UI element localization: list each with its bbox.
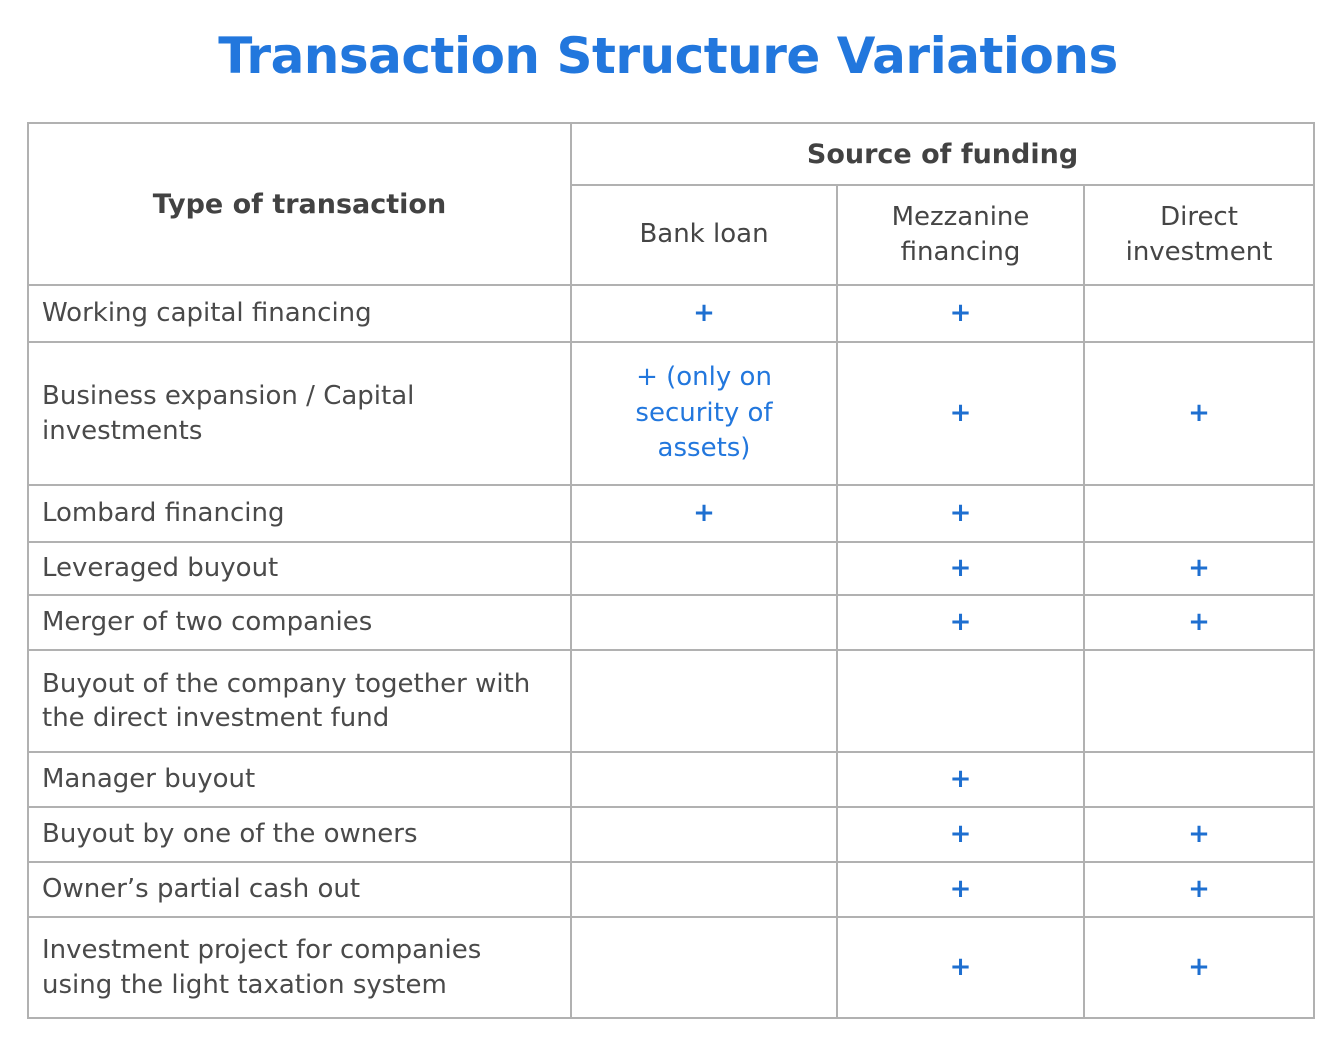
cell-bank-loan — [570, 594, 838, 651]
cell-direct: + — [1082, 594, 1316, 651]
row-label: Investment project for companies using t… — [27, 916, 572, 1019]
cell-mezzanine — [836, 649, 1085, 753]
cell-mezzanine: + — [836, 541, 1085, 596]
table-row: Leveraged buyout + + — [27, 541, 1316, 596]
cell-direct: + — [1082, 916, 1316, 1019]
cell-bank-loan: + — [570, 484, 838, 543]
corner-header-type-of-transaction: Type of transaction — [27, 122, 572, 286]
table-row: Lombard financing + + — [27, 484, 1316, 543]
cell-bank-loan — [570, 541, 838, 596]
cell-mezzanine: + — [836, 484, 1085, 543]
row-label: Working capital financing — [27, 284, 572, 343]
cell-bank-loan — [570, 916, 838, 1019]
cell-bank-loan — [570, 806, 838, 863]
row-label: Business expansion / Capital investments — [27, 341, 572, 486]
table-row: Manager buyout + — [27, 751, 1316, 808]
row-label: Owner’s partial cash out — [27, 861, 572, 918]
row-label: Buyout of the company together with the … — [27, 649, 572, 753]
table-row: Investment project for companies using t… — [27, 916, 1316, 1019]
table-row: Buyout of the company together with the … — [27, 649, 1316, 753]
row-label: Merger of two companies — [27, 594, 572, 651]
table-row: Buyout by one of the owners + + — [27, 806, 1316, 863]
table-row: Working capital financing + + — [27, 284, 1316, 343]
row-label: Manager buyout — [27, 751, 572, 808]
row-label: Buyout by one of the owners — [27, 806, 572, 863]
cell-direct: + — [1082, 861, 1316, 918]
cell-mezzanine: + — [836, 284, 1085, 343]
cell-bank-loan — [570, 751, 838, 808]
table-row: Owner’s partial cash out + + — [27, 861, 1316, 918]
cell-direct — [1082, 751, 1316, 808]
cell-direct — [1082, 484, 1316, 543]
table-row: Business expansion / Capital investments… — [27, 341, 1316, 486]
row-label: Leveraged buyout — [27, 541, 572, 596]
cell-direct — [1082, 649, 1316, 753]
cell-direct: + — [1082, 341, 1316, 486]
cell-mezzanine: + — [836, 751, 1085, 808]
cell-mezzanine: + — [836, 861, 1085, 918]
column-header-mezzanine-financing: Mezzanine financing — [836, 184, 1085, 286]
row-label: Lombard financing — [27, 484, 572, 543]
transaction-structure-table: Type of transaction Source of funding Ba… — [27, 122, 1316, 1019]
group-header-source-of-funding: Source of funding — [569, 122, 1316, 186]
cell-mezzanine: + — [836, 916, 1085, 1019]
table-row: Merger of two companies + + — [27, 594, 1316, 651]
cell-mezzanine: + — [836, 341, 1085, 486]
cell-direct: + — [1082, 541, 1316, 596]
cell-bank-loan — [570, 861, 838, 918]
cell-bank-loan — [570, 649, 838, 753]
column-header-direct-investment: Direct investment — [1082, 184, 1316, 286]
column-header-bank-loan: Bank loan — [570, 184, 838, 286]
page-title: Transaction Structure Variations — [218, 27, 1118, 85]
cell-mezzanine: + — [836, 594, 1085, 651]
cell-bank-loan: + (only on security of assets) — [570, 341, 838, 486]
annotated-plus-note: + (only on security of assets) — [635, 361, 773, 464]
cell-bank-loan: + — [570, 284, 838, 343]
cell-direct — [1082, 284, 1316, 343]
cell-mezzanine: + — [836, 806, 1085, 863]
cell-direct: + — [1082, 806, 1316, 863]
header-row-columns: Bank loan Mezzanine financing Direct inv… — [28, 184, 1316, 286]
header-row-group: Type of transaction Source of funding — [27, 122, 1316, 286]
